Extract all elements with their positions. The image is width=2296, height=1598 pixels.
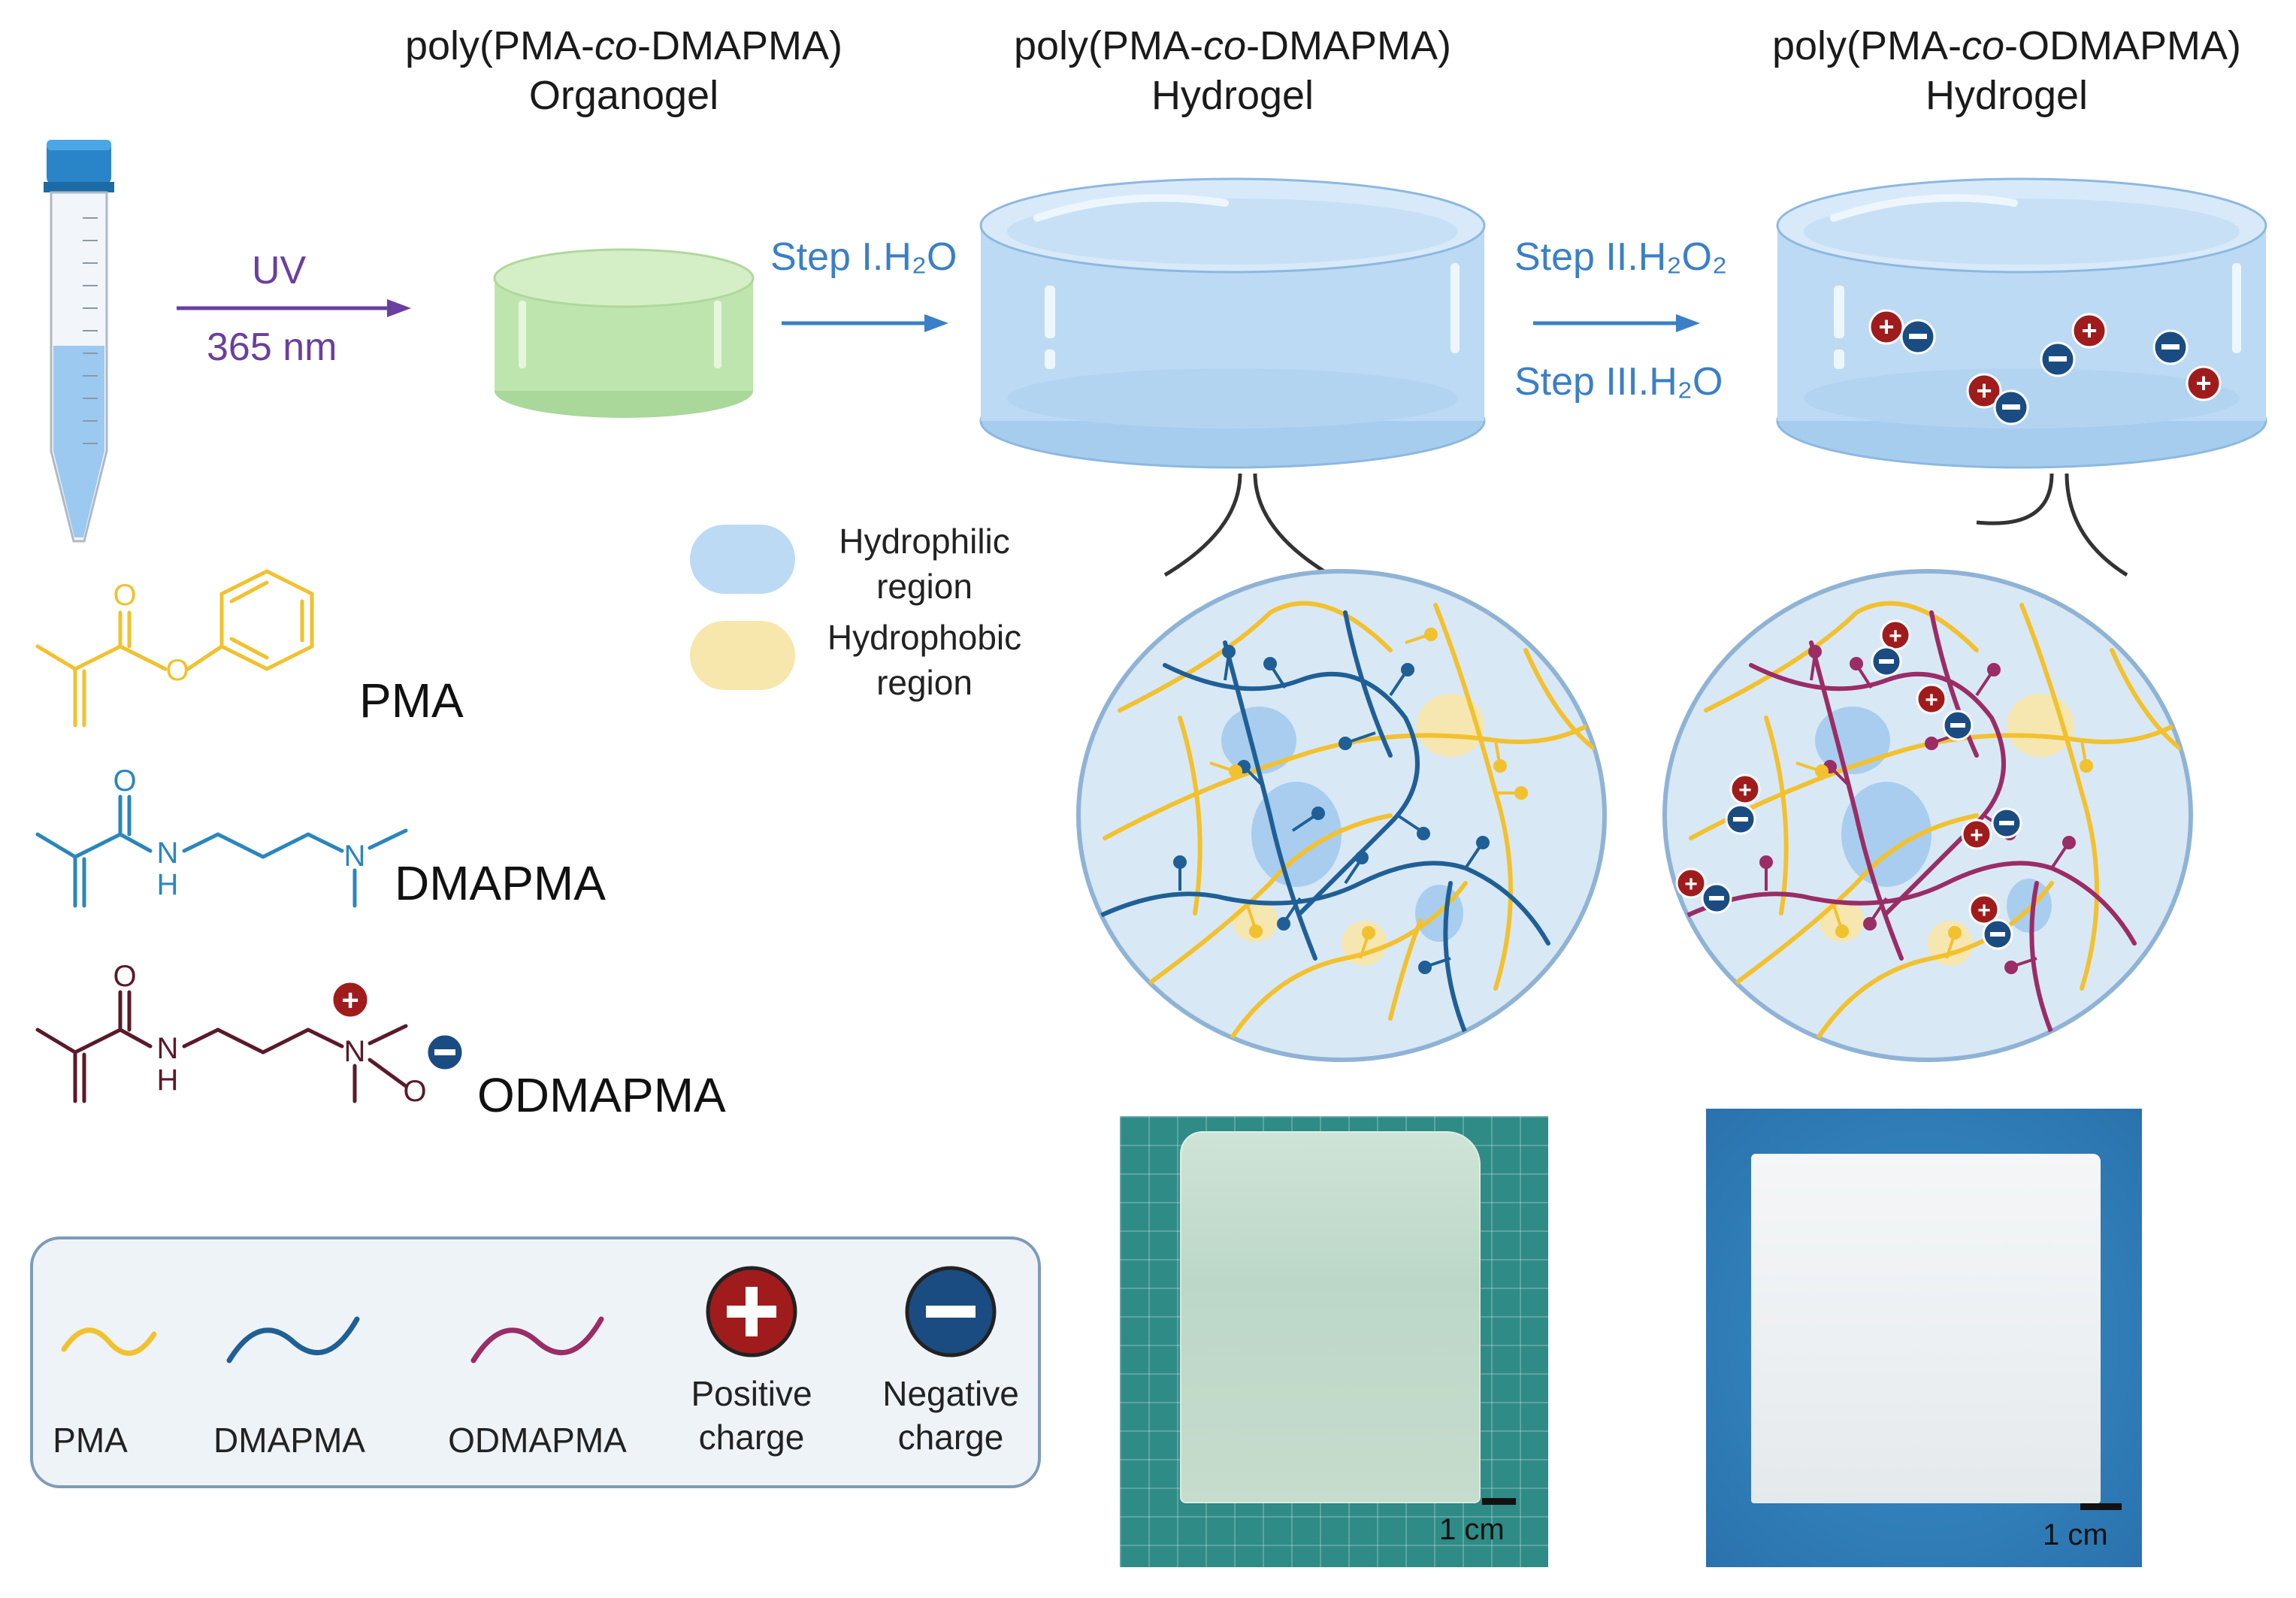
dish-charges: + + + + — [1868, 309, 2222, 425]
organogel-title-co: co — [594, 23, 638, 68]
odmapma-o-carbonyl: O — [113, 960, 136, 993]
legend-pma-label: PMA — [53, 1421, 128, 1460]
photo-hydrogel-dmapma: 1 cm — [1120, 1116, 1548, 1567]
hydrogel2-dish-icon: + + + + — [1776, 177, 2267, 469]
negative-charge-icon — [905, 1266, 997, 1357]
pma-structure: O O — [35, 569, 314, 728]
pma-chain-icon — [61, 1327, 157, 1356]
scale-bar — [1482, 1498, 1516, 1505]
hydrogel2-title-co: co — [1962, 23, 2005, 68]
dmapma-n-amine: N — [344, 840, 366, 873]
svg-text:+: + — [1889, 624, 1902, 649]
svg-text:+: + — [1878, 311, 1894, 342]
step2-arrow-icon — [1533, 314, 1700, 332]
organogel-disc-icon — [493, 248, 755, 418]
legend-odmapma-label: ODMAPMA — [448, 1421, 627, 1460]
pma-name: PMA — [359, 673, 464, 728]
scale-bar — [2080, 1503, 2122, 1510]
legend-positive-label: Positive charge — [691, 1374, 812, 1457]
organogel-title-pre: poly(PMA- — [404, 23, 594, 68]
svg-text:+: + — [2081, 315, 2097, 346]
svg-text:+: + — [1970, 823, 1983, 848]
hydrogel2-subtitle: Hydrogel — [1925, 73, 2089, 118]
odmapma-chain-icon — [470, 1316, 604, 1363]
dmapma-o: O — [113, 764, 136, 797]
odmapma-n-oxide: N — [344, 1035, 366, 1068]
dmapma-n-amide: N — [157, 837, 179, 870]
hydrophilic-label: Hydrophilic region — [839, 522, 1010, 606]
scale-label-1: 1 cm — [1439, 1513, 1505, 1546]
organogel-title-post: -DMAPMA) — [637, 23, 843, 68]
pma-o-carbonyl: O — [113, 579, 136, 612]
hydrogel1-title-post: -DMAPMA) — [1246, 23, 1452, 68]
opaque-sheet — [1751, 1154, 2101, 1503]
zoom-connector-2 — [1976, 473, 2128, 577]
hydrogel1-title: poly(PMA-co-DMAPMA) Hydrogel — [970, 21, 1496, 120]
step1-arrow-icon — [782, 314, 948, 332]
wavelength-label: 365 nm — [207, 325, 337, 369]
uv-label: UV — [252, 249, 307, 292]
svg-text:+: + — [1925, 688, 1938, 713]
uv-arrow-icon — [177, 299, 411, 317]
hydrogel1-dish-icon — [979, 177, 1486, 469]
odmapma-o-oxide: O — [403, 1075, 426, 1108]
hydrogel2-title-post: -ODMAPMA) — [2004, 23, 2242, 68]
odmapma-h: H — [157, 1064, 179, 1097]
dmapma-h: H — [157, 868, 179, 901]
svg-text:+: + — [1684, 872, 1698, 897]
network-odmapma-circle: + + + + + + — [1662, 569, 2193, 1062]
zoom-connector-1 — [1163, 473, 1332, 577]
step3-label: Step III.H₂O — [1514, 360, 1723, 404]
dmapma-name: DMAPMA — [395, 856, 606, 910]
translucent-sheet — [1180, 1131, 1481, 1503]
organogel-subtitle: Organogel — [528, 73, 719, 118]
svg-text:+: + — [1977, 898, 1991, 923]
legend-box — [30, 1236, 1041, 1488]
hydrogel2-title-pre: poly(PMA- — [1771, 23, 1962, 68]
svg-text:+: + — [1738, 778, 1752, 803]
step2-label: Step II.H₂O₂ — [1514, 235, 1728, 279]
scale-label-2: 1 cm — [2043, 1518, 2108, 1551]
step1-label: Step I.H₂O — [770, 235, 957, 279]
legend-negative-label: Negative charge — [882, 1374, 1019, 1457]
hydrogel1-subtitle: Hydrogel — [1151, 73, 1314, 118]
positive-charge-icon — [706, 1266, 797, 1357]
svg-text:+: + — [341, 984, 358, 1017]
odmapma-name: ODMAPMA — [477, 1068, 726, 1122]
photo-hydrogel-odmapma: 1 cm — [1706, 1109, 2142, 1567]
svg-text:+: + — [2195, 368, 2211, 398]
organogel-title: poly(PMA-co-DMAPMA) Organogel — [361, 21, 887, 120]
dmapma-chain-icon — [226, 1316, 360, 1363]
hydrophobic-label: Hydrophobic region — [827, 618, 1022, 702]
hydrogel1-title-co: co — [1203, 23, 1247, 68]
hydrophilic-swatch — [690, 525, 795, 594]
legend-dmapma-label: DMAPMA — [213, 1421, 365, 1460]
odmapma-n-amide: N — [157, 1032, 179, 1065]
hydrophobic-swatch — [690, 621, 795, 690]
pma-o-ester: O — [165, 654, 189, 687]
centrifuge-tube-icon — [44, 140, 114, 543]
hydrogel1-title-pre: poly(PMA- — [1013, 23, 1203, 68]
dmapma-structure: O N H N — [35, 764, 408, 908]
hydrogel2-title: poly(PMA-co-ODMAPMA) Hydrogel — [1721, 21, 2292, 120]
svg-text:+: + — [1976, 375, 1992, 406]
network-dmapma-circle — [1076, 569, 1607, 1062]
odmapma-structure: O N H N O + — [35, 960, 464, 1108]
